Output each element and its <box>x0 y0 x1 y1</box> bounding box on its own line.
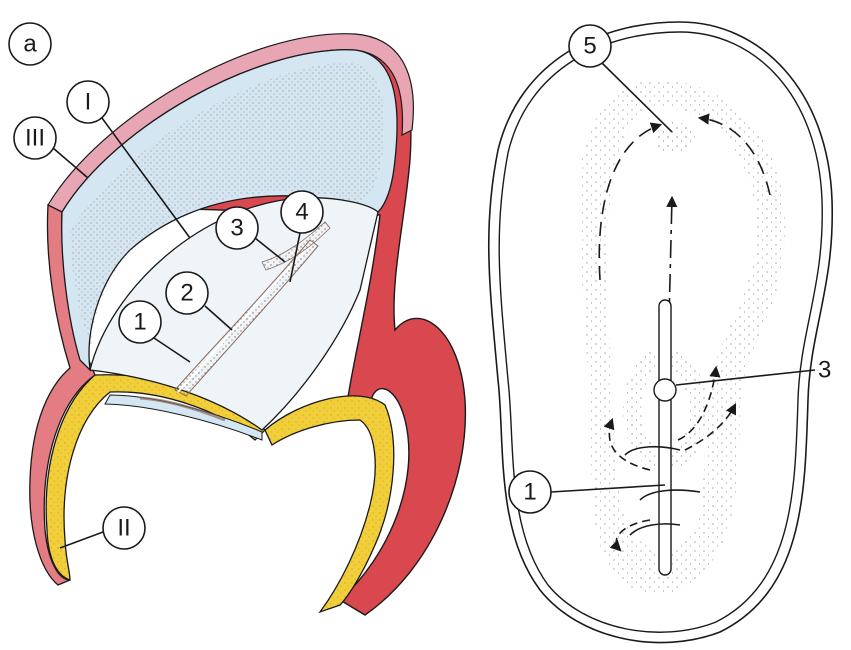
label-1-a-text: 1 <box>133 309 146 336</box>
label-III: III <box>14 117 88 178</box>
label-II: II <box>60 507 145 549</box>
label-1-b-text: 1 <box>523 479 536 506</box>
panel-a: a III I 3 4 2 <box>9 23 465 615</box>
label-3-a-text: 3 <box>230 215 243 242</box>
panel-a-letter: a <box>9 23 51 65</box>
label-3-b-text: 3 <box>818 357 831 384</box>
label-I-text: I <box>85 89 92 116</box>
label-III-text: III <box>25 125 45 152</box>
panel-a-letter-text: a <box>23 31 37 58</box>
prechordal-plate <box>655 122 695 154</box>
primitive-streak-b <box>659 300 671 575</box>
label-4-text: 4 <box>295 199 308 226</box>
label-5-text: 5 <box>583 33 596 60</box>
label-II-text: II <box>117 515 130 542</box>
panel-b: 5 3 1 <box>489 22 832 643</box>
primitive-node <box>654 379 676 401</box>
label-2-text: 2 <box>180 280 193 307</box>
